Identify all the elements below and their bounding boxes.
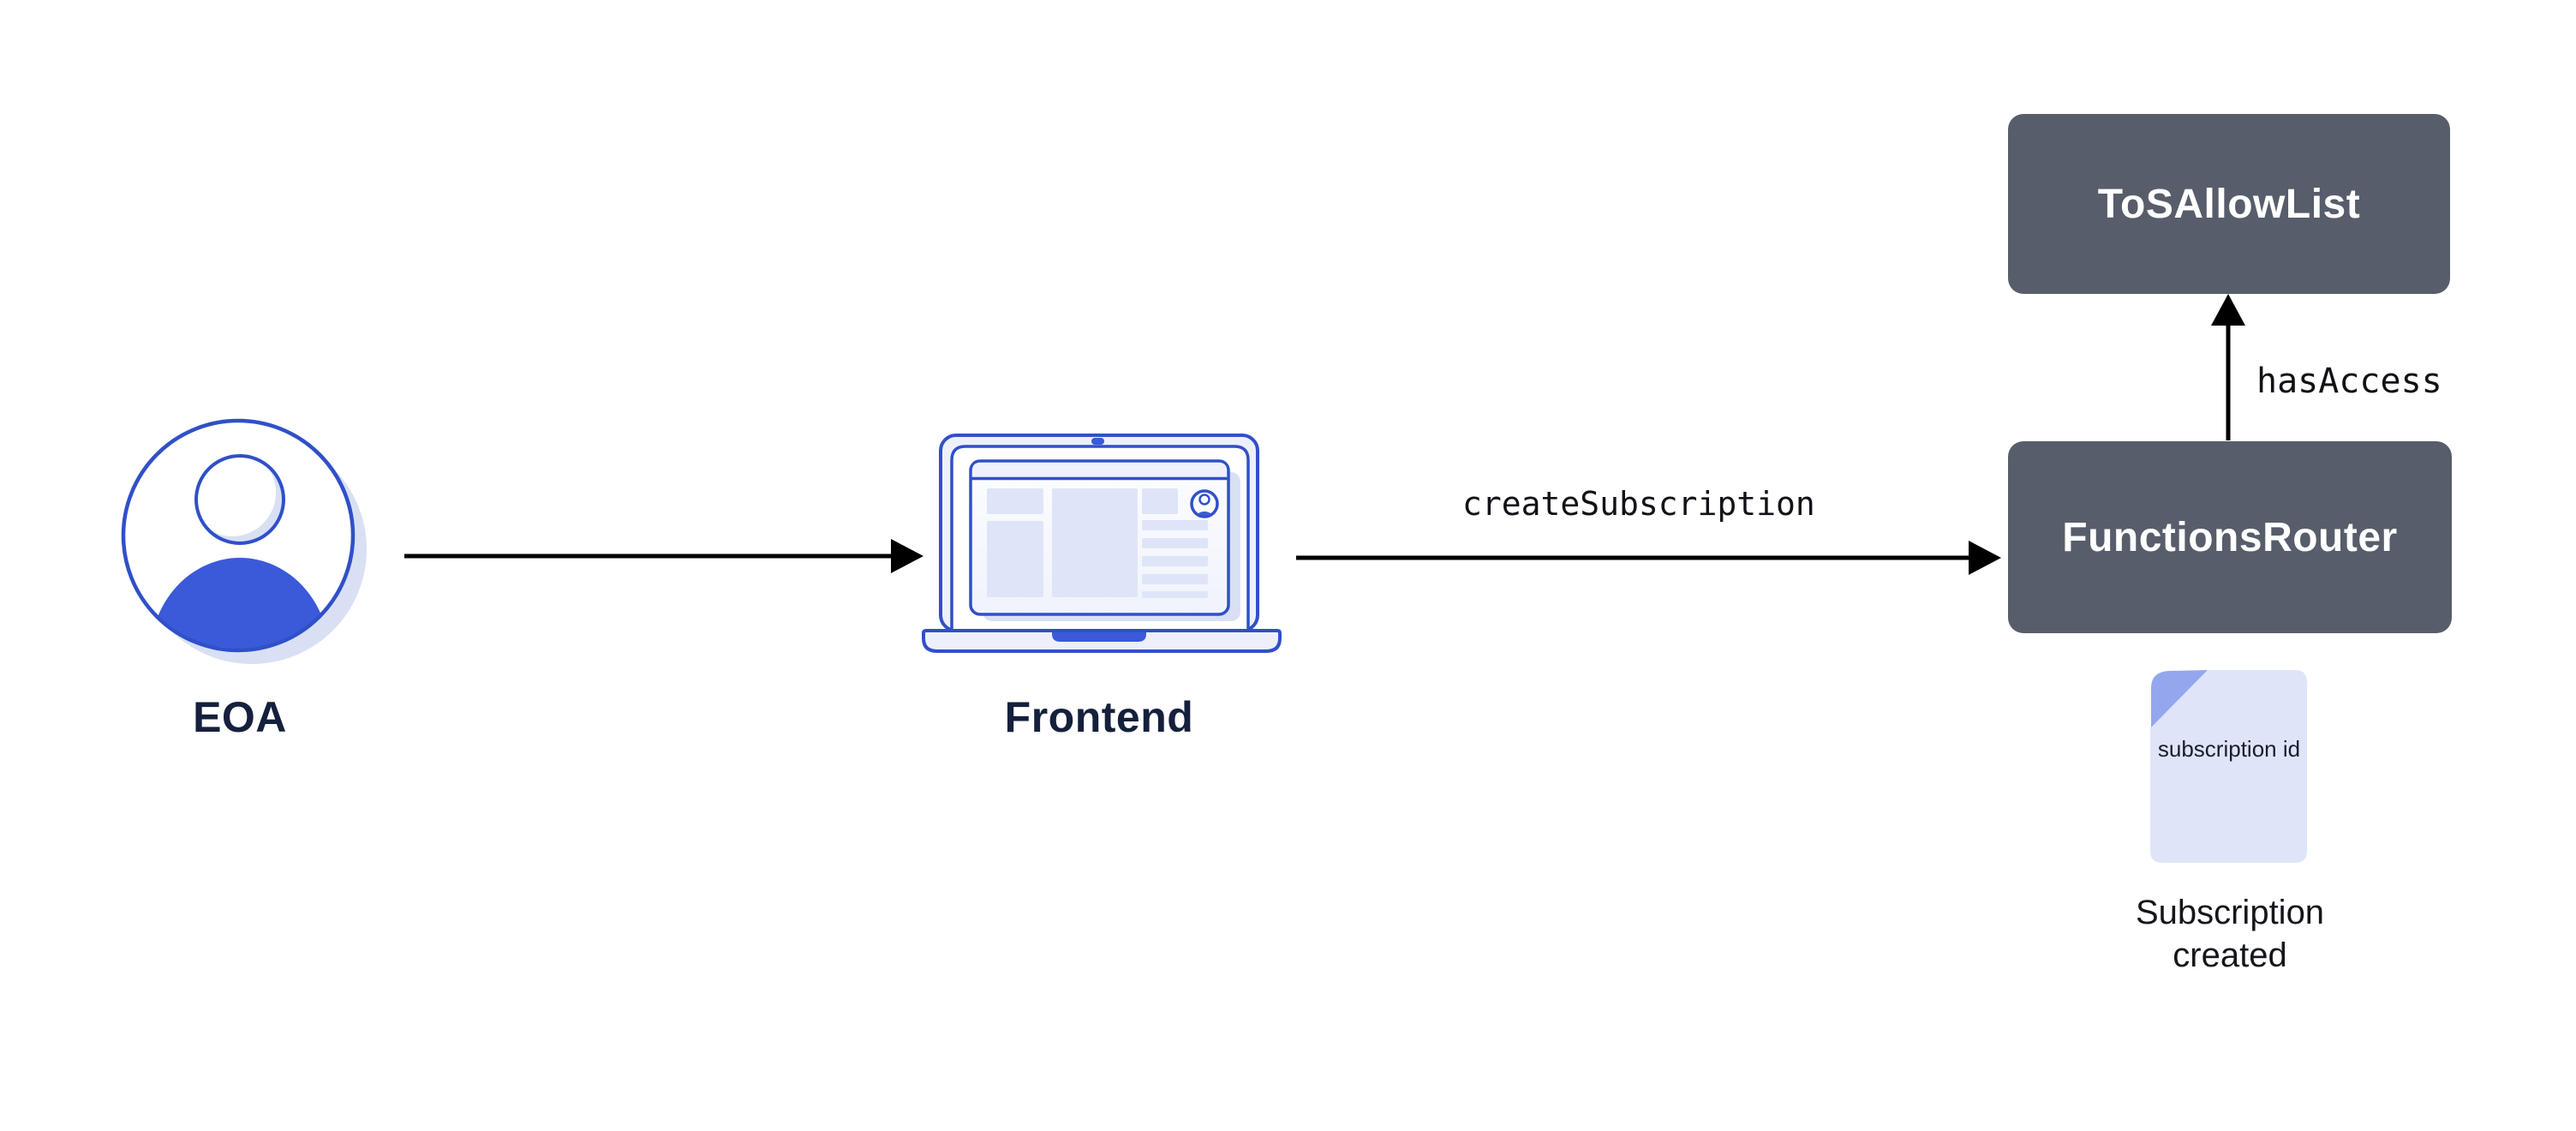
content-bar bbox=[1142, 574, 1208, 584]
avatar-head bbox=[1198, 494, 1210, 506]
node-functions-router: FunctionsRouter bbox=[2008, 441, 2452, 633]
content-block bbox=[1142, 488, 1178, 514]
arrowhead-up-icon bbox=[2211, 294, 2245, 326]
arrow-frontend-to-router bbox=[1296, 541, 2001, 575]
arrowhead-right-icon bbox=[1969, 541, 2001, 575]
content-bar bbox=[1142, 591, 1208, 598]
person-shoulders bbox=[150, 558, 330, 649]
content-block bbox=[987, 521, 1043, 597]
laptop-browser-icon bbox=[922, 434, 1282, 653]
node-tos-allow-list-label: ToSAllowList bbox=[2097, 181, 2361, 227]
laptop-webcam-icon bbox=[1091, 438, 1104, 445]
content-bar bbox=[1142, 520, 1208, 530]
document-folded-corner-icon bbox=[2150, 670, 2307, 863]
subscription-created-caption: Subscription created bbox=[2135, 894, 2325, 974]
node-eoa-label: EOA bbox=[193, 693, 287, 741]
node-functions-router-label: FunctionsRouter bbox=[2062, 514, 2398, 560]
content-block bbox=[1052, 488, 1138, 597]
document-subscription-id-text: subscription id bbox=[2157, 736, 2301, 762]
person-avatar-icon bbox=[121, 418, 367, 664]
node-tos-allow-list: ToSAllowList bbox=[2008, 114, 2450, 294]
content-bar bbox=[1142, 538, 1208, 548]
node-frontend-label: Frontend bbox=[1004, 693, 1194, 741]
arrow-eoa-to-frontend bbox=[404, 539, 923, 573]
document-page bbox=[2150, 670, 2307, 863]
person-head-outline bbox=[194, 454, 285, 545]
edge-has-access-label: hasAccess bbox=[2256, 362, 2442, 401]
laptop-base-notch bbox=[1052, 632, 1146, 642]
browser-titlebar bbox=[972, 463, 1227, 477]
person-head-fill bbox=[196, 456, 276, 536]
document-fold bbox=[2151, 670, 2208, 727]
arrow-router-to-tos bbox=[2211, 294, 2245, 440]
person-circle-outline bbox=[121, 418, 356, 653]
content-block bbox=[987, 488, 1043, 514]
arrowhead-right-icon bbox=[891, 539, 923, 573]
edge-create-subscription-label: createSubscription bbox=[1462, 485, 1815, 523]
content-bar bbox=[1142, 556, 1208, 566]
